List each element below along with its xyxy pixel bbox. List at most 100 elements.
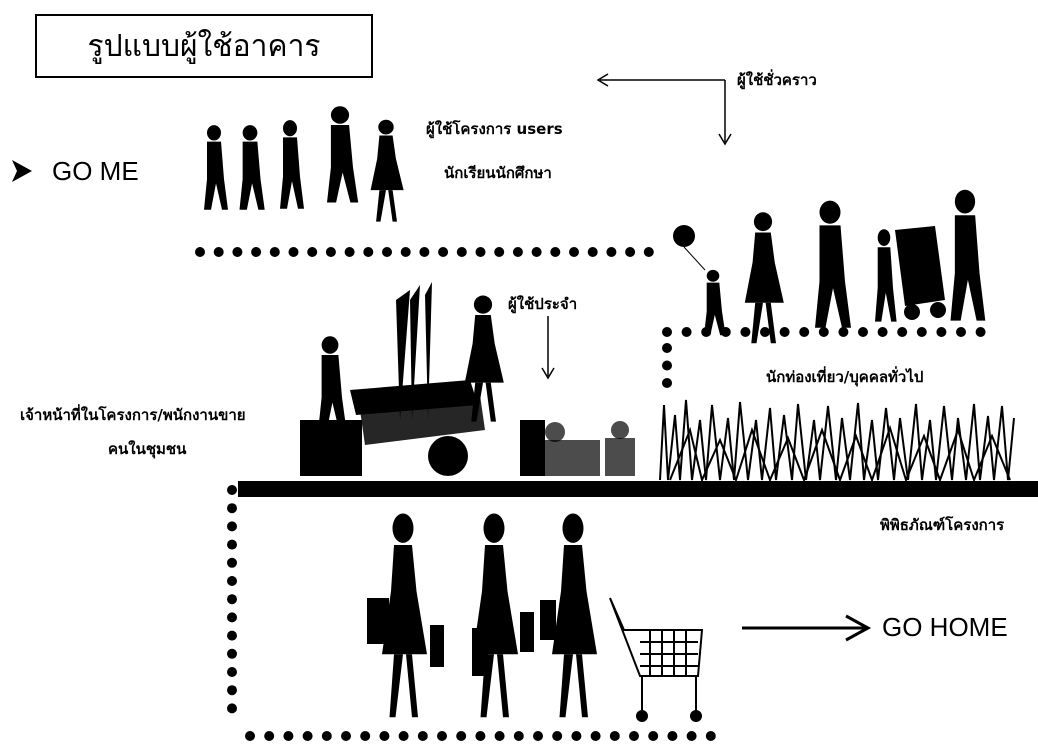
path-dot [667,731,678,741]
path-dot [494,731,505,741]
path-dot [662,327,672,337]
path-dot [513,731,524,741]
label-regular-users: ผู้ใช้ประจำ [508,295,578,313]
path-dot [321,731,332,741]
path-dot [325,247,336,257]
path-dot [419,247,430,257]
path-dot [288,247,299,257]
path-dot [877,327,888,337]
label-staff: เจ้าหน้าที่ในโครงการ/พนักงานขาย [20,406,246,424]
path-dot [701,327,712,337]
path-dot [227,667,237,677]
path-dot [720,327,731,337]
path-dot [382,247,392,257]
path-dot [531,247,542,257]
path-dot [264,731,275,741]
path-dot [475,731,486,741]
path-dot [227,612,237,623]
path-dot [227,685,237,696]
path-dot [417,731,428,741]
path-dot [494,247,505,257]
regular-users-arrow [541,316,555,380]
shoppers-with-trolley-silhouettes [367,513,597,718]
family-with-stroller-silhouettes [673,189,986,344]
path-dot [648,731,659,741]
path-dot [936,327,947,337]
label-students: นักเรียนนักศึกษา [444,164,552,182]
path-dot [227,503,237,514]
path-dot [227,630,237,641]
path-dot [302,731,313,741]
path-dot [590,731,601,741]
path-dot [400,247,411,257]
path-dot [232,247,243,257]
path-dot [227,539,237,550]
path-dot [456,731,467,741]
go-home-label: GO HOME [882,612,1008,642]
walking-people-silhouettes [204,106,404,222]
label-temporary-users: ผู้ใช้ชั่วคราว [737,71,817,89]
path-dot [227,521,237,532]
label-project-users: ผู้ใช้โครงการ users [426,120,563,138]
path-dot [838,327,849,337]
path-dot [533,731,543,741]
label-community: คนในชุมชน [108,440,187,458]
path-dot [662,360,672,371]
label-tourists: นักท่องเที่ยว/บุคคลทั่วไป [766,368,924,386]
path-dot [398,731,409,741]
title-box: รูปแบบผู้ใช้อาคาร [35,14,373,78]
go-home-arrow [742,614,872,642]
path-dot [625,247,636,257]
path-dot [227,648,237,659]
path-dot [227,703,237,714]
go-me-chevron-icon [12,160,32,182]
shopping-trolley-icon [609,597,704,722]
path-dot [227,485,237,495]
path-dot [858,327,868,337]
path-dot [344,247,355,257]
path-dot [779,327,790,337]
path-dot [643,247,654,257]
page-title: รูปแบบผู้ใช้อาคาร [87,28,321,64]
go-me-label: GO ME [52,156,139,186]
grass-silhouette [659,399,1015,484]
path-dot [799,327,810,337]
path-dot [956,327,966,337]
path-dot [213,247,224,257]
path-dot [705,731,716,741]
path-dot [587,247,598,257]
path-dot [360,731,371,741]
dotted-path [195,247,986,741]
path-dot [475,247,486,257]
path-dot [609,731,620,741]
path-dot [456,247,467,257]
path-dot [818,327,829,337]
path-dot [245,731,255,741]
path-dot [662,343,672,353]
path-dot [897,327,908,337]
path-dot [438,247,449,257]
path-dot [629,731,639,741]
path-dot [512,247,523,257]
path-dot [251,247,262,257]
path-dot [916,327,927,337]
path-dot [662,378,672,388]
path-dot [227,576,237,586]
path-dot [571,731,582,741]
path-dot [195,247,205,257]
temporary-users-arrows [596,73,732,146]
path-dot [740,327,751,337]
path-dot [341,731,351,741]
path-dot [269,247,280,257]
path-dot [681,327,692,337]
ground-line [238,481,1038,497]
path-dot [227,557,237,568]
path-dot [760,327,770,337]
path-dot [552,731,563,741]
path-dot [363,247,374,257]
path-dot [569,247,579,257]
label-museum: พิพิธภัณฑ์โครงการ [880,516,1005,534]
path-dot [437,731,447,741]
path-dot [606,247,617,257]
